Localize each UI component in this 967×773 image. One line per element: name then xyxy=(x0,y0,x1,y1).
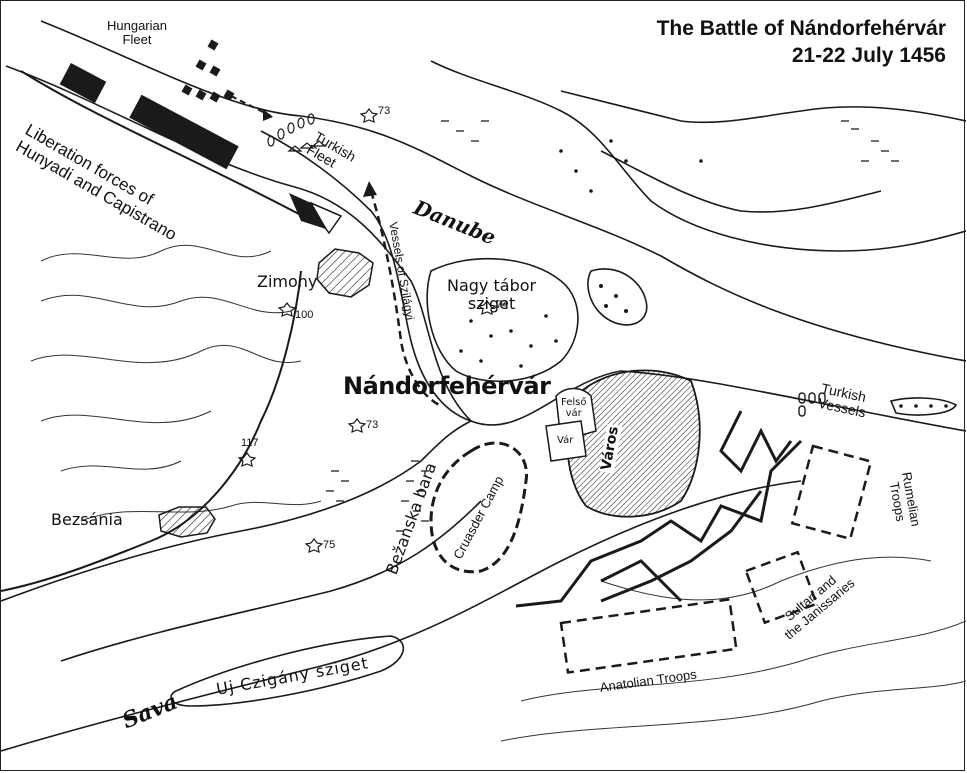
ottoman-siege-lines xyxy=(515,410,803,608)
elevation-star-117 xyxy=(237,452,257,467)
elevation-73-north: 73 xyxy=(378,105,391,117)
elevation-100: 100 xyxy=(295,309,314,321)
elevation-star-73-south xyxy=(347,418,367,433)
sultan-box xyxy=(744,550,819,625)
elevation-markers xyxy=(237,108,497,553)
anatolian-troops-box xyxy=(559,597,738,674)
label-var: Vár xyxy=(557,435,574,446)
map-title-line2: 21-22 July 1456 xyxy=(791,44,946,68)
nagy-tabor-island xyxy=(426,257,579,383)
elevation-star-75 xyxy=(304,538,324,553)
turkish-fleet-chain xyxy=(267,113,327,152)
label-zimony: Zimony xyxy=(257,272,318,291)
szilagyi-vessels-route xyxy=(369,190,442,408)
uj-czigany-island xyxy=(170,635,405,707)
marsh-marks xyxy=(326,120,899,532)
danube-north-bank xyxy=(40,20,966,362)
map-title: The Battle of Nándorfehérvár 21-22 July … xyxy=(657,17,946,67)
elevation-75: 75 xyxy=(323,539,336,551)
label-nagy-tabor-sziget: Nagy tábor sziget xyxy=(447,276,537,313)
vegetation-dots xyxy=(459,139,948,408)
label-bezsania: Bezsánia xyxy=(51,510,123,529)
liberation-forces-blocks xyxy=(59,63,343,235)
zimony-fortress xyxy=(316,248,374,298)
label-felso-var: Felső vár xyxy=(561,397,587,419)
terrain-contours xyxy=(30,244,966,742)
label-hungarian-fleet: Hungarian Fleet xyxy=(107,18,167,48)
rumelian-troops-box xyxy=(790,444,873,541)
crusader-camp-outline xyxy=(429,441,529,574)
map-title-line1: The Battle of Nándorfehérvár xyxy=(656,17,946,40)
troop-positions xyxy=(559,444,873,674)
hungarian-fleet-markers xyxy=(181,39,235,103)
bezsania-village xyxy=(158,506,216,538)
elevation-star-73-north xyxy=(359,108,379,123)
elevation-74: 74 xyxy=(496,299,509,311)
roads xyxy=(1,70,332,592)
elevation-star-100 xyxy=(277,302,297,317)
sava-south-bank xyxy=(1,480,802,752)
elevation-117: 117 xyxy=(241,437,259,449)
elevation-star-74 xyxy=(477,300,497,315)
turkish-vessels xyxy=(798,392,826,417)
elevation-73-south: 73 xyxy=(366,419,379,431)
hungarian-fleet-arrow xyxy=(230,95,272,117)
sava-north-bank xyxy=(1,420,472,602)
label-nandorfehervar: Nándorfehérvár xyxy=(343,372,551,400)
